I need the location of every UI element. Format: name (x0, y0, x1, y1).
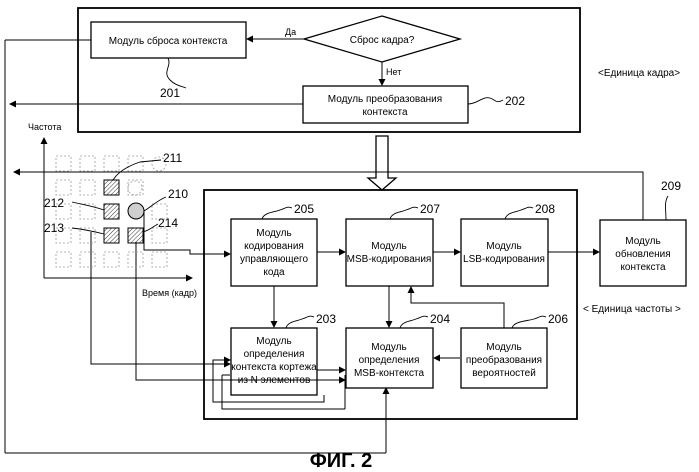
context-update-label-3: контекста (620, 262, 666, 273)
no-label: Нет (386, 67, 401, 77)
ref-211: 211 (163, 151, 182, 165)
time-axis-label: Время (кадр) (142, 288, 197, 298)
yes-label: Да (285, 27, 296, 37)
context-reset-label: Модуль сброса контекста (109, 35, 228, 47)
ref-210-leader (144, 197, 166, 211)
context-update-label-2: обновления (615, 248, 670, 260)
context-transform-label-2: контекста (362, 107, 408, 118)
ref-209-leader (666, 196, 669, 220)
hollow-down-arrow (368, 136, 396, 190)
ref-202: 202 (505, 94, 525, 108)
ref-203: 203 (316, 312, 336, 326)
msb-coding-label-2: MSB-кодирования (347, 254, 432, 265)
msb-context-label-2: определения (359, 355, 420, 366)
ref-203-leader (286, 316, 314, 328)
ref-201: 201 (160, 86, 180, 100)
ref-207-leader (390, 207, 418, 219)
frame-reset-decision-label: Сброс кадра? (350, 34, 415, 46)
ntuple-label-2: определения (244, 349, 305, 360)
context-update-label-1: Модуль (625, 236, 660, 247)
ref-205: 205 (294, 202, 314, 216)
ref-212-leader (72, 202, 104, 210)
grid-cell-211 (104, 180, 119, 195)
msb-context-label-1: Модуль (371, 342, 406, 353)
prob-transform-label-1: Модуль (486, 342, 521, 353)
prob-transform-label-2: преобразования (466, 354, 542, 366)
grid-to-control-arrow (144, 212, 230, 254)
ntuple-label-3: контекста кортежа (231, 362, 317, 373)
lsb-coding-module (461, 219, 548, 286)
control-code-label-4: кода (263, 267, 285, 278)
msb-coding-module (346, 219, 433, 286)
ref-211-leader (113, 160, 161, 180)
grid-cell-213 (104, 228, 119, 243)
grid-cell-214 (128, 228, 143, 243)
ref-204-leader (400, 316, 428, 328)
grid-cell-212 (104, 204, 119, 219)
current-cell-210 (128, 203, 144, 219)
prob-to-msb-arrow (411, 287, 504, 328)
prob-transform-label-3: вероятностей (472, 368, 536, 379)
ref-212: 212 (44, 196, 64, 210)
ref-209: 209 (661, 179, 681, 193)
ref-210: 210 (168, 187, 188, 201)
control-code-label-1: Модуль (256, 228, 291, 239)
control-code-label-3: управляющего (240, 254, 308, 265)
control-code-label-2: кодирования (244, 241, 304, 252)
ref-214-leader (143, 224, 158, 232)
ref-206-leader (512, 316, 546, 328)
freq-unit-label: < Единица частоты > (583, 304, 681, 315)
frame-unit-label: <Единица кадра> (598, 68, 680, 79)
msb-coding-label-1: Модуль (371, 241, 406, 252)
frequency-axis-label: Частота (28, 122, 61, 132)
lsb-coding-label-2: LSB-кодирования (463, 254, 545, 265)
ref-208: 208 (535, 202, 555, 216)
ref-213: 213 (44, 221, 64, 235)
ref-202-leader (468, 98, 503, 104)
ntuple-label-1: Модуль (256, 336, 291, 347)
ref-201-leader (167, 58, 186, 88)
context-transform-label-1: Модуль преобразования (328, 93, 442, 105)
ref-207: 207 (420, 202, 440, 216)
ref-214: 214 (158, 216, 178, 230)
ref-208-leader (505, 207, 533, 219)
ref-205-leader (262, 207, 292, 219)
ref-204: 204 (430, 312, 450, 326)
figure-caption: ФИГ. 2 (310, 450, 373, 472)
ref-206: 206 (548, 312, 568, 326)
msb-context-label-3: MSB-контекста (354, 368, 425, 379)
lsb-coding-label-1: Модуль (486, 241, 521, 252)
ref-213-leader (72, 228, 104, 234)
